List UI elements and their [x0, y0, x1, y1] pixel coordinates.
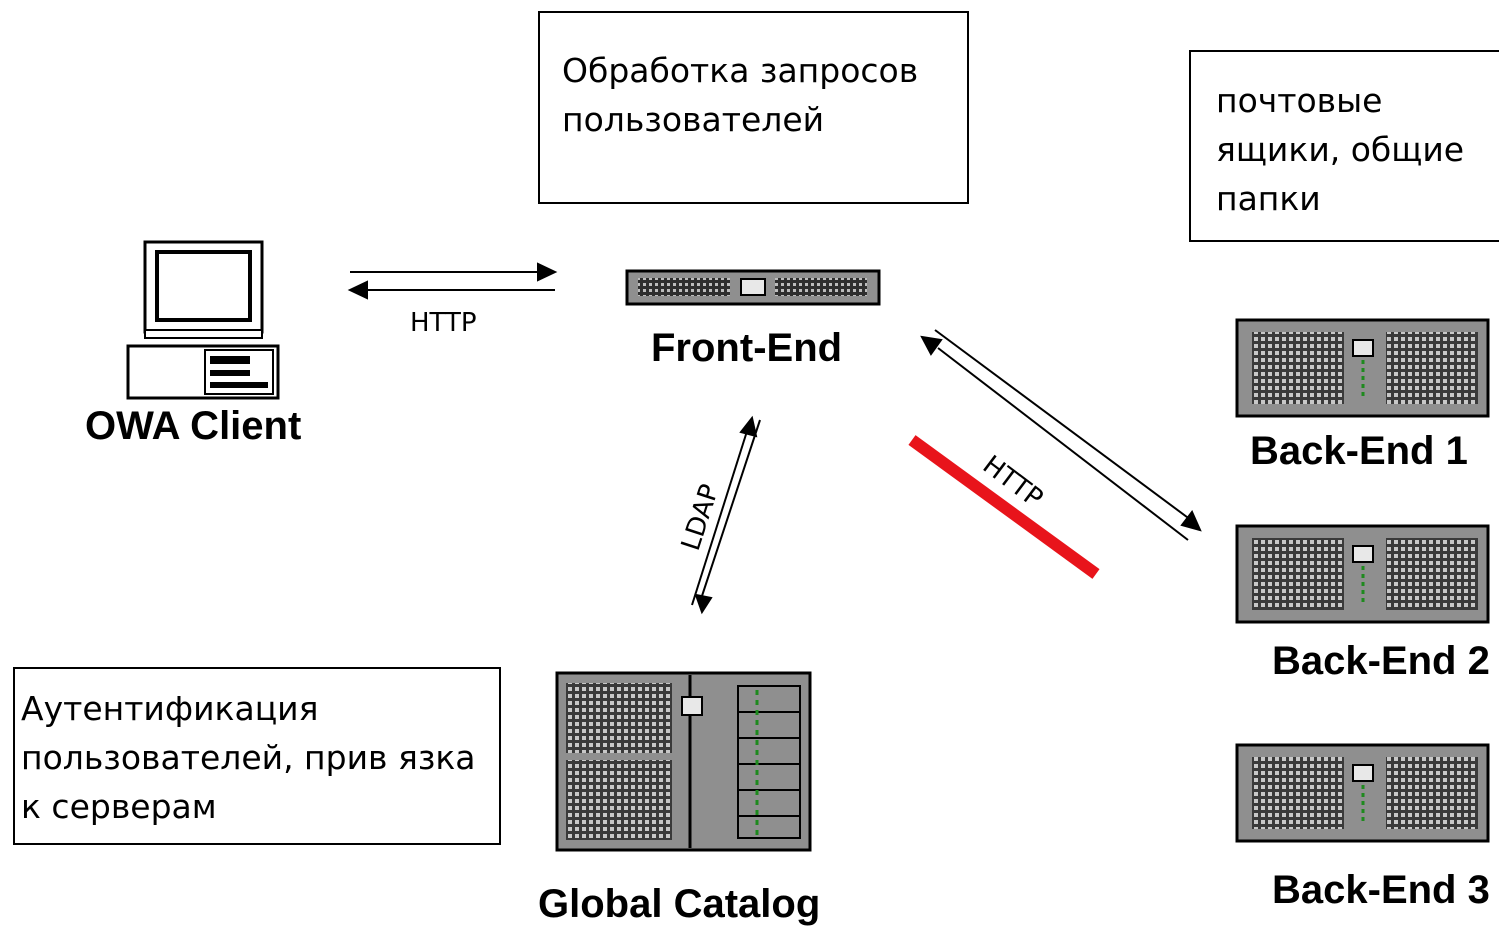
backend-description-line: ящики, общие: [1216, 130, 1465, 169]
client-label: OWA Client: [85, 404, 302, 448]
backend2-server-icon: [1235, 524, 1490, 624]
computer-icon: [126, 240, 280, 400]
frontend-description-box: Обработка запросов пользователей: [538, 11, 969, 204]
gc-description-line: к серверам: [21, 787, 217, 826]
gc-description-line: Аутентификация: [21, 689, 319, 728]
client-frontend-arrows: [347, 262, 558, 300]
client-frontend-protocol-label: HTTP: [410, 308, 477, 338]
highlight-red-line: [908, 435, 1100, 579]
frontend-description-line: Обработка запросов: [562, 51, 919, 90]
backend-description-line: почтовые: [1216, 81, 1383, 120]
global-catalog-server-icon: [555, 671, 812, 852]
frontend-description-line: пользователей: [562, 100, 825, 139]
frontend-backend-arrows: [920, 329, 1202, 541]
backend-description-box: почтовые ящики, общие папки: [1189, 50, 1499, 242]
frontend-label: Front-End: [651, 326, 843, 370]
frontend-gc-arrows: [691, 415, 761, 615]
backend1-server-icon: [1235, 318, 1490, 418]
backend2-label: Back-End 2: [1272, 639, 1490, 683]
backend3-label: Back-End 3: [1272, 868, 1490, 912]
backend3-server-icon: [1235, 743, 1490, 843]
gc-description-box: Аутентификация пользователей, прив язка …: [13, 667, 501, 845]
global-catalog-label: Global Catalog: [538, 882, 821, 926]
backend1-label: Back-End 1: [1250, 429, 1468, 473]
gc-description-line: пользователей, прив язка: [21, 738, 476, 777]
frontend-server-icon: [625, 269, 881, 306]
backend-description-line: папки: [1216, 179, 1321, 218]
